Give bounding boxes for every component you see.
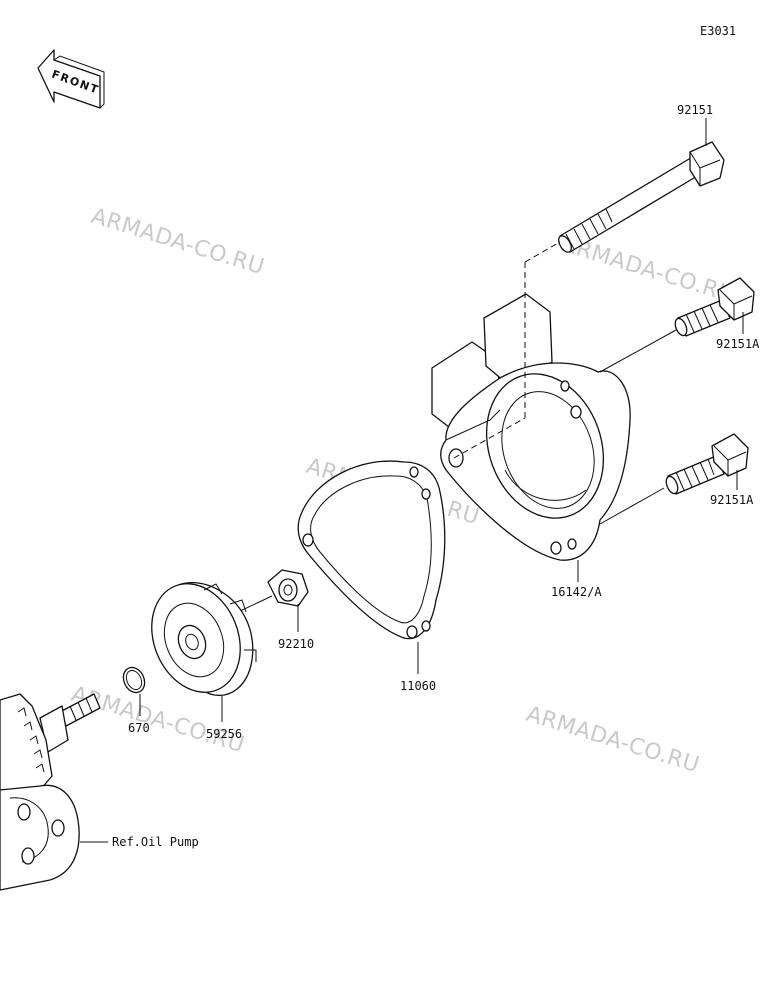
label-oil-pump: Ref.Oil Pump [112,835,199,849]
diagram-code: E3031 [700,24,736,38]
label-impeller: 59256 [206,727,242,741]
pump-cover [431,293,631,561]
label-bolt-short-upper: 92151A [716,337,760,351]
short-bolt-upper [674,277,755,337]
label-pump-cover: 16142/A [551,585,602,599]
watermark: ARMADA-CO.RU [523,702,702,778]
long-bolt [558,141,725,253]
label-o-ring: 670 [128,721,150,735]
nut [267,569,309,607]
front-arrow-icon: FRONT [37,49,105,109]
o-ring [122,666,146,694]
short-bolt-lower [665,433,749,495]
label-gasket: 11060 [400,679,436,693]
impeller [151,581,257,696]
watermark: ARMADA-CO.RU [88,204,267,280]
label-nut: 92210 [278,637,314,651]
label-bolt-short-lower: 92151A [710,493,754,507]
oil-pump-reference [0,693,101,891]
gasket [297,460,446,640]
label-bolt-long: 92151 [677,103,713,117]
